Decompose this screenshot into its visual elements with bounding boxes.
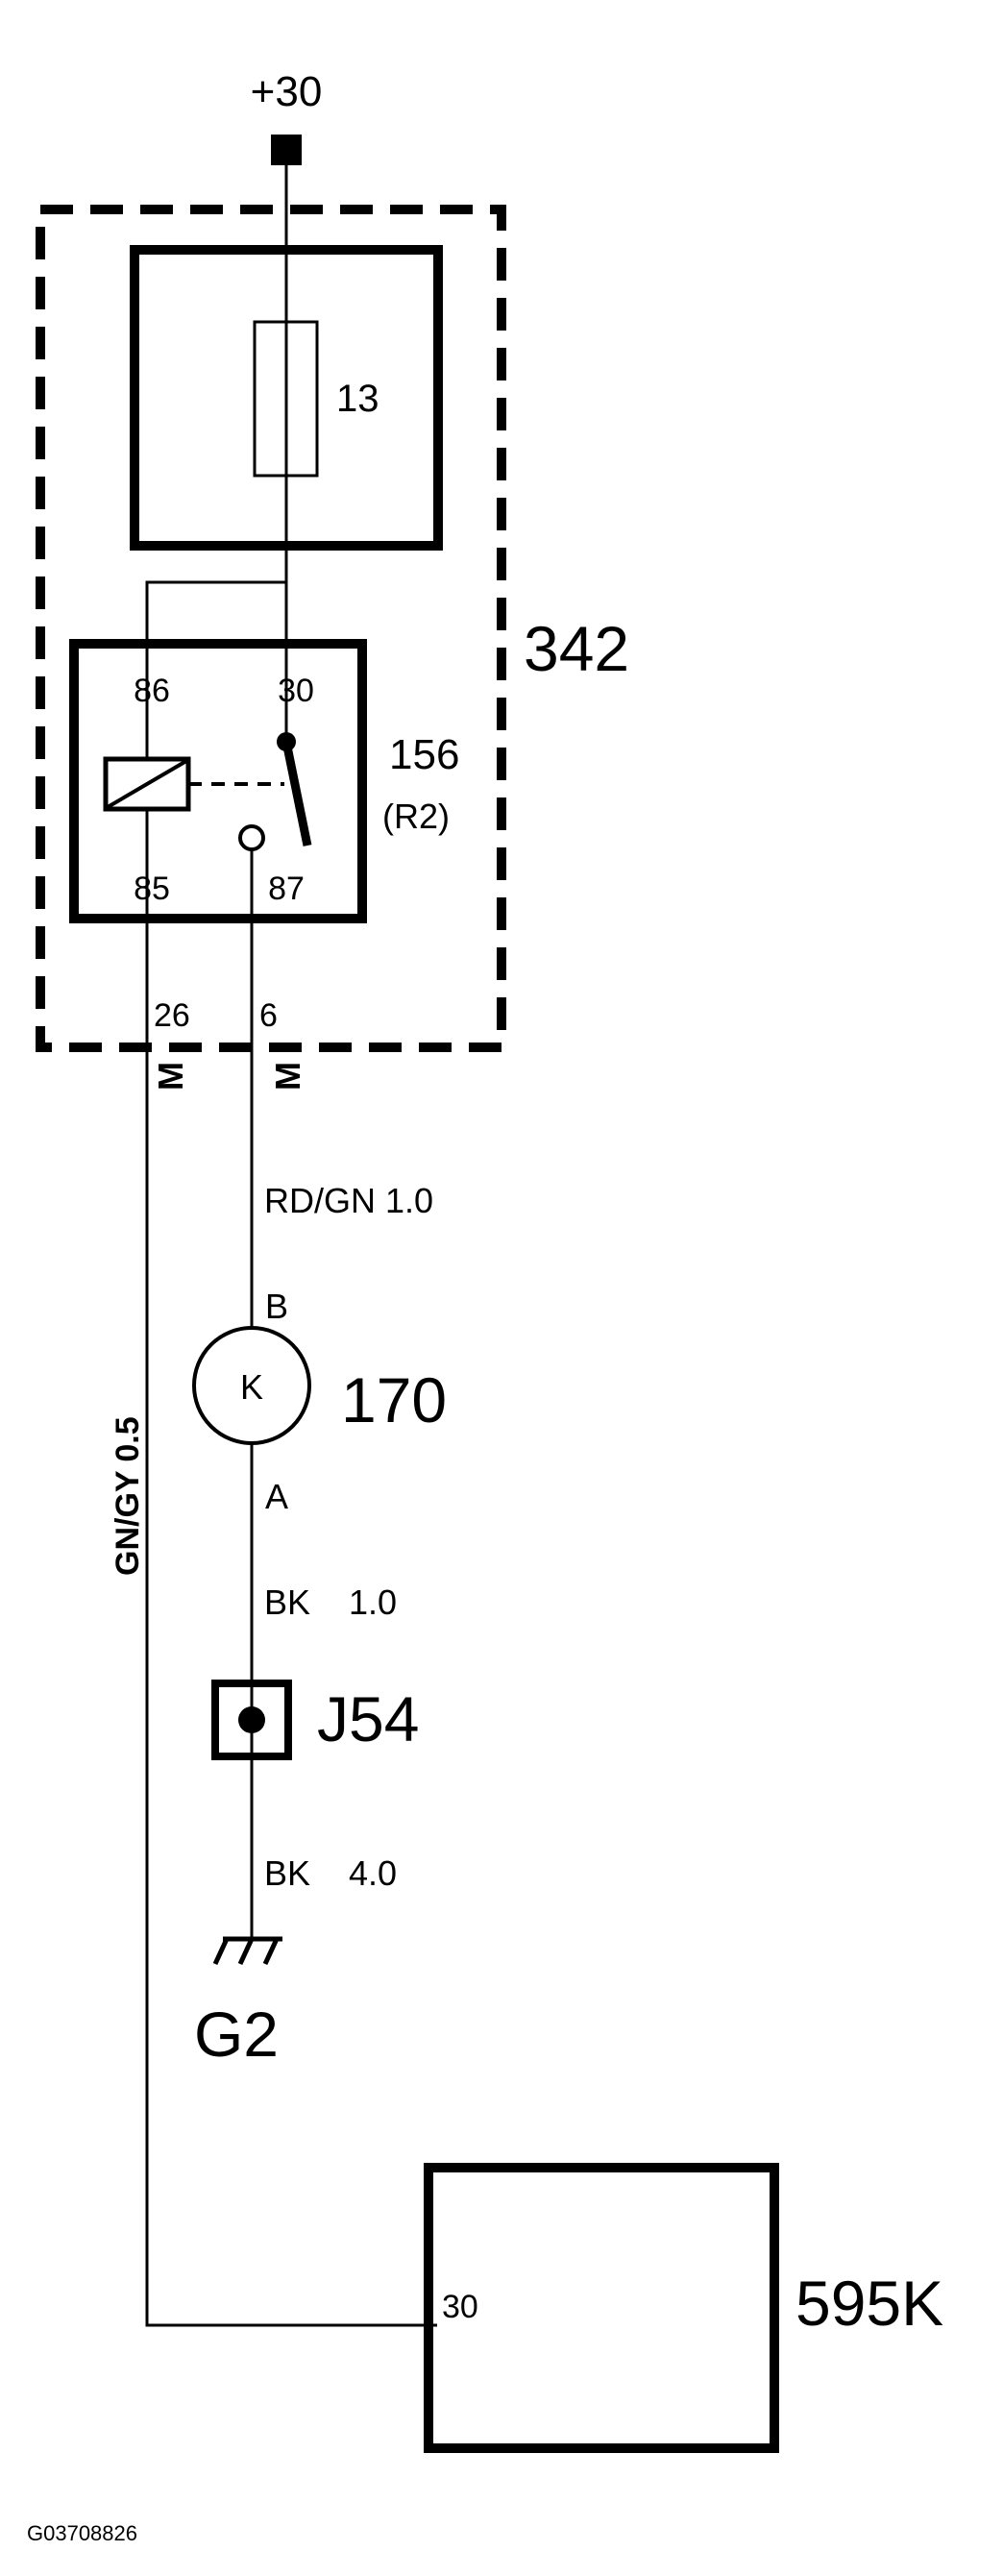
relay-pin-85-label: 85	[134, 871, 170, 907]
relay-coil-diagonal	[106, 759, 188, 809]
connector-mark-right: M	[268, 1062, 307, 1091]
relay-id-label: 156	[389, 731, 459, 778]
supply-label: +30	[251, 68, 323, 115]
wire-left-label: GN/GY 0.5	[110, 1416, 146, 1576]
junction-j54-dot	[238, 1706, 265, 1733]
connector-mark-left: M	[151, 1062, 190, 1091]
module-label: 595K	[795, 2268, 943, 2339]
module-pin-30-label: 30	[442, 2289, 478, 2325]
connector-pin-6-label: 6	[259, 997, 278, 1034]
relay-switch-arm	[281, 741, 312, 846]
relay-contact-87-icon	[238, 824, 265, 851]
wire-right-bottom-label: BK 4.0	[264, 1853, 397, 1893]
fuse-relay-box-outline	[36, 205, 506, 1052]
motor-pin-a-label: A	[265, 1477, 288, 1516]
motor-label: 170	[341, 1364, 447, 1435]
relay-pin-86-label: 86	[134, 673, 170, 709]
wire-gn-gy-left	[145, 809, 437, 2327]
motor-pin-b-label: B	[265, 1287, 288, 1326]
junction-label: J54	[317, 1683, 419, 1754]
ground-g2-icon	[212, 1936, 282, 1966]
wire-right-mid-label: BK 1.0	[264, 1582, 397, 1622]
relay-sub-label: (R2)	[382, 797, 450, 836]
fuse-label: 13	[336, 378, 379, 420]
relay-156-box	[69, 639, 367, 923]
relay-pin-87-label: 87	[268, 871, 305, 907]
supply-terminal	[271, 135, 302, 165]
motor-symbol: K	[240, 1367, 263, 1407]
wire-right-top-label: RD/GN 1.0	[264, 1181, 433, 1220]
connector-pin-26-label: 26	[154, 997, 190, 1034]
relay-pin-30-label: 30	[278, 673, 314, 709]
diagram-code: G03708826	[27, 2521, 137, 2545]
fuse-relay-box-label: 342	[524, 613, 629, 684]
ground-label: G2	[194, 1999, 279, 2070]
module-595k-box	[424, 2163, 779, 2453]
feed-wire-86	[145, 580, 286, 673]
junction-j54-box	[211, 1680, 292, 1760]
